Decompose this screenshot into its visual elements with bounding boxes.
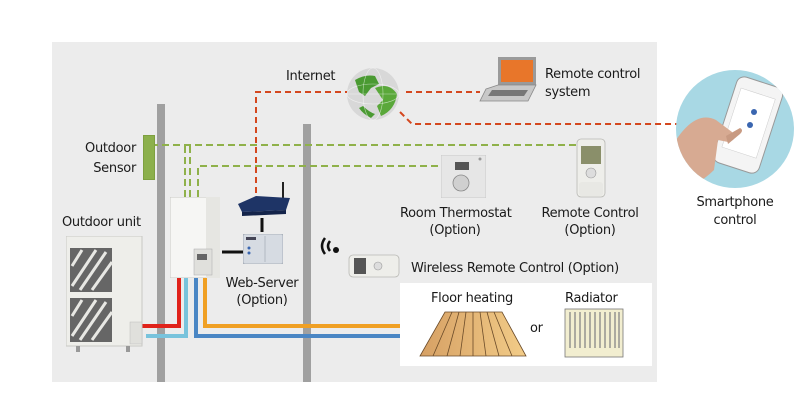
heating-return-pipe [194, 278, 400, 338]
laptop-icon [478, 55, 540, 105]
router-icon[interactable] [236, 180, 292, 218]
or-label: or [530, 321, 543, 336]
room-thermostat[interactable] [440, 154, 487, 199]
indoor-to-thermostat-line [197, 165, 440, 197]
internet-to-smartphone-line [399, 111, 685, 125]
outdoor-sensor-label-1: Outdoor [85, 141, 136, 156]
outdoor-unit-label: Outdoor unit [62, 215, 141, 230]
radiator-label: Radiator [565, 291, 618, 306]
room-thermostat-label-1: Room Thermostat [400, 206, 512, 221]
remote-system-label-1: Remote control [545, 67, 641, 82]
smartphone-label-2: control [713, 213, 757, 228]
inner-wall [303, 124, 311, 382]
smartphone-control-image[interactable] [676, 70, 794, 188]
outdoor-sensor-label-2: Sensor [93, 161, 136, 176]
remote-control-device[interactable] [576, 138, 606, 198]
web-server-label-1: Web-Server [225, 276, 299, 291]
room-thermostat-label-2: (Option) [429, 223, 481, 238]
outdoor-unit[interactable] [65, 235, 144, 354]
floor-heating-label: Floor heating [431, 291, 513, 306]
wireless-remote-device[interactable] [348, 254, 400, 278]
indoor-unit[interactable] [169, 196, 221, 279]
floor-heating-icon [418, 310, 528, 358]
outer-wall [157, 104, 165, 382]
remote-control-label-2: (Option) [564, 223, 616, 238]
remote-control-label-1: Remote Control [541, 206, 639, 221]
internet-to-router-line [255, 91, 352, 203]
wireless-signal-icon [317, 234, 343, 258]
hot-refrigerant-pipe [142, 278, 181, 328]
web-server-label-2: (Option) [236, 293, 288, 308]
internet-globe-icon [345, 66, 401, 122]
cold-refrigerant-pipe [146, 278, 188, 338]
web-server-device[interactable] [242, 233, 284, 265]
heating-flow-pipe [203, 278, 400, 328]
wireless-remote-label: Wireless Remote Control (Option) [411, 261, 619, 276]
radiator-icon [564, 308, 624, 358]
remote-system-label-2: system [545, 85, 591, 100]
internet-label: Internet [286, 69, 336, 84]
outdoor-sensor[interactable] [143, 135, 155, 180]
smartphone-label-1: Smartphone [696, 195, 774, 210]
